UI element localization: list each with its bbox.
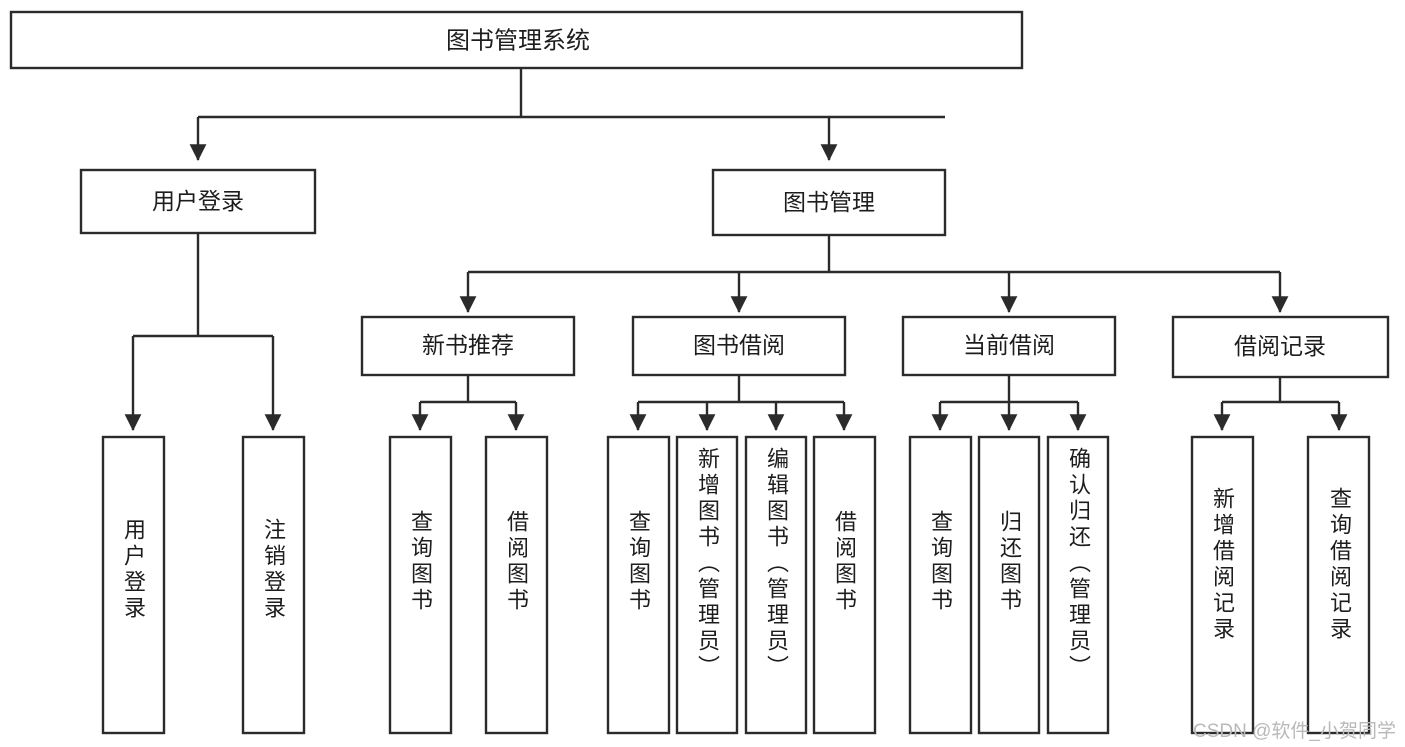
node-book-borrow-label: 图书借阅 (693, 332, 785, 358)
node-borrow-record-box[interactable] (1171, 315, 1390, 379)
leaf-box-user-login-2[interactable] (241, 435, 306, 735)
leaf-box-new-book-1[interactable] (388, 435, 453, 735)
leaf-box-user-login-1[interactable] (101, 435, 166, 735)
node-root[interactable]: 图书管理系统 (9, 10, 1024, 70)
leaf-box-current-borrow-3[interactable] (1046, 435, 1110, 735)
leaf-box-book-borrow-2[interactable] (675, 435, 739, 735)
node-user-login-label: 用户登录 (152, 188, 244, 214)
node-book-manage-label: 图书管理 (783, 189, 875, 215)
node-user-login-box[interactable] (79, 168, 317, 235)
leaf-box-borrow-record-1[interactable] (1190, 435, 1255, 735)
leaf-box-new-book-2[interactable] (484, 435, 549, 735)
node-book-borrow[interactable]: 图书借阅 (631, 315, 847, 377)
csdn-watermark: CSDN @软件_小贺同学 (1193, 721, 1396, 742)
node-current-borrow-box[interactable] (901, 315, 1117, 377)
leaf-box-borrow-record-2[interactable] (1306, 435, 1371, 735)
node-new-book-recommend-box[interactable] (360, 315, 576, 377)
node-current-borrow[interactable]: 当前借阅 (901, 315, 1117, 377)
node-book-borrow-box[interactable] (631, 315, 847, 377)
node-book-manage[interactable]: 图书管理 (711, 168, 947, 237)
node-book-manage-box[interactable] (711, 168, 947, 237)
leaf-box-current-borrow-2[interactable] (977, 435, 1041, 735)
node-root-box[interactable] (9, 10, 1024, 70)
node-new-book-recommend[interactable]: 新书推荐 (360, 315, 576, 377)
connector-layer (124, 68, 1348, 432)
node-root-label: 图书管理系统 (446, 27, 590, 54)
node-borrow-record-label: 借阅记录 (1234, 333, 1326, 359)
node-user-login[interactable]: 用户登录 (79, 168, 317, 235)
leaf-box-book-borrow-3[interactable] (744, 435, 808, 735)
node-new-book-recommend-label: 新书推荐 (422, 332, 514, 358)
node-current-borrow-label: 当前借阅 (963, 332, 1055, 358)
leaf-box-book-borrow-1[interactable] (606, 435, 671, 735)
node-borrow-record[interactable]: 借阅记录 (1171, 315, 1390, 379)
leaf-box-book-borrow-4[interactable] (812, 435, 877, 735)
leaf-box-current-borrow-1[interactable] (908, 435, 973, 735)
